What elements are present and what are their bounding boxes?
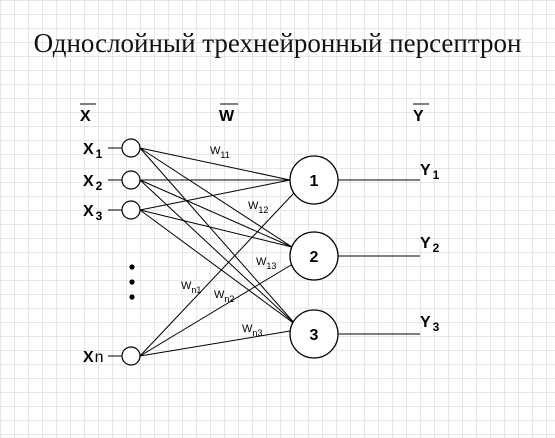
conn-x2-n3 xyxy=(139,179,297,326)
input-node-n xyxy=(121,346,141,366)
ellipsis-dots xyxy=(129,264,135,300)
conn-x2-n2 xyxy=(139,179,293,248)
y-header: Y xyxy=(413,108,424,125)
input-label-n: Xn xyxy=(83,349,104,366)
conn-x3-n2 xyxy=(139,209,293,248)
conn-x1-n1 xyxy=(139,147,291,181)
conn-x1-n2 xyxy=(139,147,293,248)
conn-x1-n3 xyxy=(139,147,297,326)
input-node-1 xyxy=(121,138,141,158)
neuron-label-3: 3 xyxy=(310,327,319,344)
weight-label-wn1: Wn1 xyxy=(181,280,201,295)
neuron-label-1: 1 xyxy=(310,173,319,190)
conn-xn-n2 xyxy=(139,261,297,357)
neuron-1 xyxy=(289,155,339,205)
neuron-3 xyxy=(289,309,339,359)
neuron-label-2: 2 xyxy=(310,249,319,266)
weight-label-w13: W13 xyxy=(256,256,276,271)
x-header: X xyxy=(80,108,91,125)
input-node-2 xyxy=(121,170,141,190)
conn-x3-n1 xyxy=(139,179,291,211)
conn-xn-n1 xyxy=(139,192,295,357)
conn-x3-n3 xyxy=(139,209,297,326)
weight-label-wn3: Wn3 xyxy=(242,323,262,338)
weight-label-w12: W12 xyxy=(248,200,268,215)
w-header: W xyxy=(219,108,235,125)
weight-label-wn2: Wn2 xyxy=(214,289,234,304)
weight-label-w11: W11 xyxy=(210,145,230,160)
conn-xn-n3 xyxy=(139,330,291,357)
neuron-2 xyxy=(289,231,339,281)
diagram-title: Однослойный трехнейронный персептрон xyxy=(33,28,522,58)
input-node-3 xyxy=(121,200,141,220)
